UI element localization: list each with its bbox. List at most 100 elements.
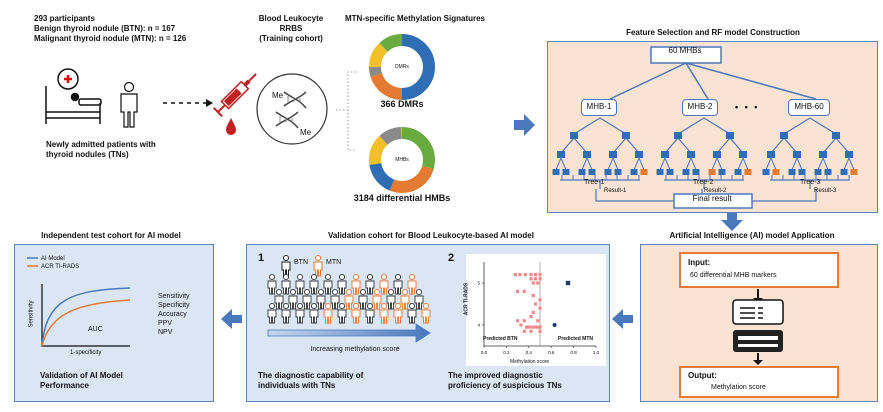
rf-trees-graphic [552, 46, 858, 209]
tree-leaf [840, 169, 848, 175]
tree-node [793, 151, 801, 158]
tree-leaf [588, 169, 596, 175]
btn-point [538, 298, 542, 302]
btn-point [533, 302, 538, 306]
final-result-label: Final result [692, 194, 732, 203]
x-tick-label: 0.6 [548, 350, 555, 355]
rrbs-title: Blood Leukocyte RRBS (Training cohort) [236, 14, 346, 44]
legend-btn-label: BTN [294, 259, 308, 266]
mhb-node-60: MHB-60 [788, 99, 830, 116]
btn-point [536, 281, 540, 285]
btn-point [516, 319, 520, 323]
signatures-title: MTN-specific Methylation Signatures [344, 14, 486, 23]
metric-specificity: Specificity [158, 302, 190, 309]
btn-point [531, 294, 535, 298]
validation-ai-caption-line1: Validation of AI Model [40, 371, 123, 380]
tree-leaf [824, 169, 832, 175]
top-node-label: 60 MHBs [668, 46, 702, 55]
btn-point [538, 306, 542, 310]
participants-title: 293 participants [34, 14, 95, 23]
tree-node [622, 132, 630, 139]
caption-diagnostic-line2: individuals with TNs [258, 381, 336, 390]
tree-leaf [708, 169, 716, 175]
x-tick-label: 0.0 [481, 350, 488, 355]
x-tick-label: 0.2 [503, 350, 510, 355]
tree-node [713, 151, 721, 158]
tree-node [635, 151, 643, 158]
btn-point [533, 277, 538, 281]
dashed-arrow [163, 99, 213, 107]
tree-leaf [718, 169, 726, 175]
tree-node [819, 151, 827, 158]
tree-leaf [630, 169, 638, 175]
btn-point [538, 325, 542, 329]
btn-count: Benign thyroid nodule (BTN): n = 167 [34, 24, 176, 33]
dmr-donut-chart [369, 34, 435, 100]
random-forest-trees [552, 117, 858, 189]
tree-node [674, 132, 682, 139]
tree-leaf [850, 169, 858, 175]
btn-point [524, 325, 529, 329]
tree-leaf [692, 169, 700, 175]
validation-ai-caption: Validation of AI Model Performance [40, 371, 200, 391]
input-box: Input: 60 differential MHB markers [679, 252, 839, 288]
tree-node [557, 151, 565, 158]
btn-point [529, 315, 533, 319]
predicted-mtn-label: Predicted MTN [558, 336, 594, 342]
tree-leaf [562, 169, 570, 175]
result-2-label: Result-2 [704, 188, 727, 194]
metrics-list: Sensitivity Specificity Accuracy PPV NPV [158, 292, 190, 337]
tree-node [845, 151, 853, 158]
tree-leaf [604, 169, 612, 175]
tree-node [767, 151, 775, 158]
btn-point [527, 325, 531, 329]
x-tick-label: 1.0 [593, 350, 600, 355]
btn-point [533, 325, 538, 329]
input-text: 60 differential MHB markers [690, 272, 777, 279]
tree-leaf [772, 169, 780, 175]
flow-arrow-right [514, 114, 535, 136]
btn-point [538, 329, 542, 333]
rrbs-line3: (Training cohort) [259, 34, 323, 43]
rrbs-line1: Blood Leukocyte [258, 14, 324, 23]
x-tick-label: 0.8 [570, 350, 577, 355]
output-box: Output: Methylation score [679, 366, 839, 398]
hmb-count-label: 3184 differential HMBs [353, 193, 451, 203]
metric-ppv: PPV [158, 320, 173, 327]
caption-improved-line1: The improved diagnostic [448, 371, 543, 380]
output-text: Methylation score [711, 384, 766, 391]
tree-leaf [814, 169, 822, 175]
btn-point [529, 273, 533, 277]
btn-point [522, 329, 526, 333]
methyl-label-1: Me [272, 91, 284, 100]
tree-node [780, 132, 788, 139]
result-1-label: Result-1 [604, 188, 627, 194]
patients-caption-line2: thyroid nodules (TNs) [46, 150, 129, 159]
tree-node [687, 151, 695, 158]
mhb-node-2: MHB-2 [682, 99, 718, 116]
mhb-donut-center-label: MHBs [395, 157, 409, 163]
input-title: Input: [688, 258, 711, 267]
scatter-ylabel: ACR TI-RADS [463, 282, 470, 316]
tree-leaf [798, 169, 806, 175]
caption-improved: The improved diagnostic proficiency of s… [448, 371, 608, 391]
patients-caption-line1: Newly admitted patients with [46, 140, 156, 149]
tree-node [661, 151, 669, 158]
tree-leaf [762, 169, 770, 175]
tree-leaf [682, 169, 690, 175]
participants-info: 293 participants Benign thyroid nodule (… [34, 14, 224, 44]
mtn-point [552, 323, 557, 327]
metric-npv: NPV [158, 329, 173, 336]
roc-ylabel: Sensitivity [28, 300, 35, 328]
btn-point [522, 289, 526, 293]
caption-diagnostic-line1: The diagnostic capability of [258, 371, 364, 380]
btn-point [513, 273, 517, 277]
flow-arrow-left-2 [221, 309, 242, 329]
btn-point [538, 277, 542, 281]
btn-point [523, 273, 528, 277]
metric-sensitivity: Sensitivity [158, 293, 190, 300]
btn-point [538, 273, 542, 277]
mhb-donut-chart [369, 127, 435, 193]
